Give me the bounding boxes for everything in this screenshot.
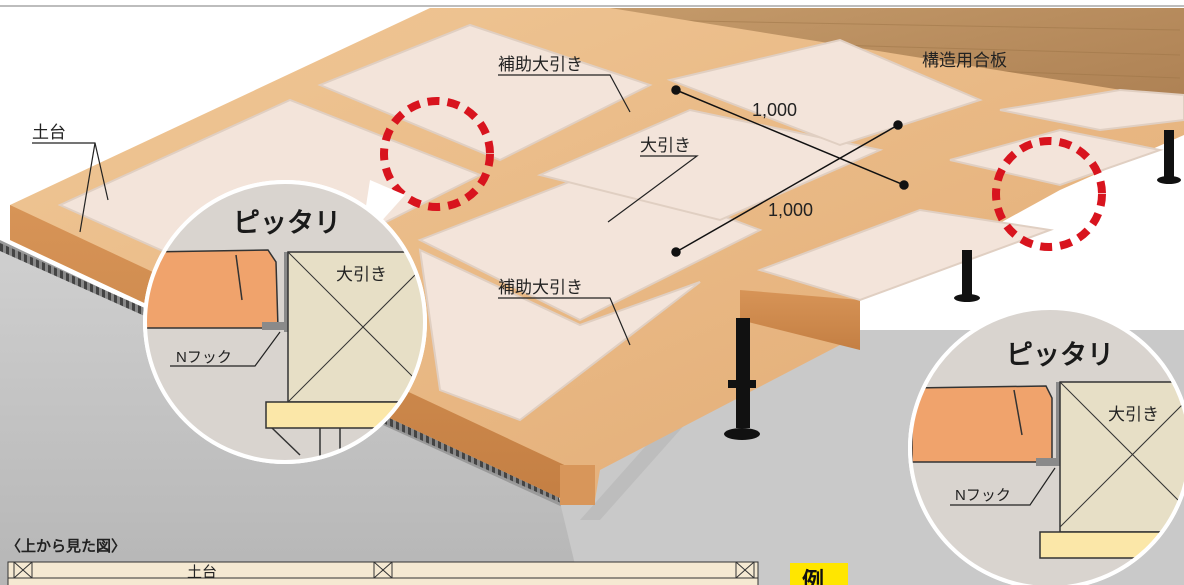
callout-left-beam-label: 大引き bbox=[336, 265, 387, 284]
callout-right-title: ピッタリ bbox=[1006, 340, 1114, 371]
example-badge-label: 例 bbox=[802, 568, 824, 585]
steel-post-supports bbox=[724, 130, 1181, 440]
leader-lines bbox=[32, 74, 699, 346]
label-hojo-oobiki-top: 補助大引き bbox=[498, 55, 583, 74]
dimension-label-a: 1,000 bbox=[752, 100, 797, 120]
callout-left-hook-label: Nフック bbox=[176, 349, 232, 366]
zoom-callout-left: ピッタリ 大引き Nフック bbox=[143, 180, 427, 464]
highlight-circle-right bbox=[992, 137, 1106, 251]
callout-left-title: ピッタリ bbox=[233, 208, 341, 239]
insulation-panels bbox=[57, 23, 1184, 422]
callout-right-hook-label: Nフック bbox=[955, 487, 1011, 504]
zoom-callout-right: ピッタリ 大引き Nフック bbox=[908, 306, 1184, 585]
callout-right-beam-label: 大引き bbox=[1108, 405, 1159, 424]
dimension-lines bbox=[671, 85, 909, 257]
plan-dodai-label: 土台 bbox=[187, 564, 217, 581]
plan-caption: 〈上から見た図〉 bbox=[6, 537, 126, 555]
dimension-label-b: 1,000 bbox=[768, 200, 813, 220]
label-dodai: 土台 bbox=[32, 123, 66, 142]
label-hojo-oobiki-bottom: 補助大引き bbox=[498, 278, 583, 297]
example-badge: 例 bbox=[790, 563, 848, 585]
label-oobiki: 大引き bbox=[640, 136, 691, 155]
plan-view: 〈上から見た図〉 土台 bbox=[6, 537, 759, 585]
highlight-circle-left bbox=[380, 97, 494, 211]
label-kouzou-gouhan: 構造用合板 bbox=[922, 51, 1007, 70]
